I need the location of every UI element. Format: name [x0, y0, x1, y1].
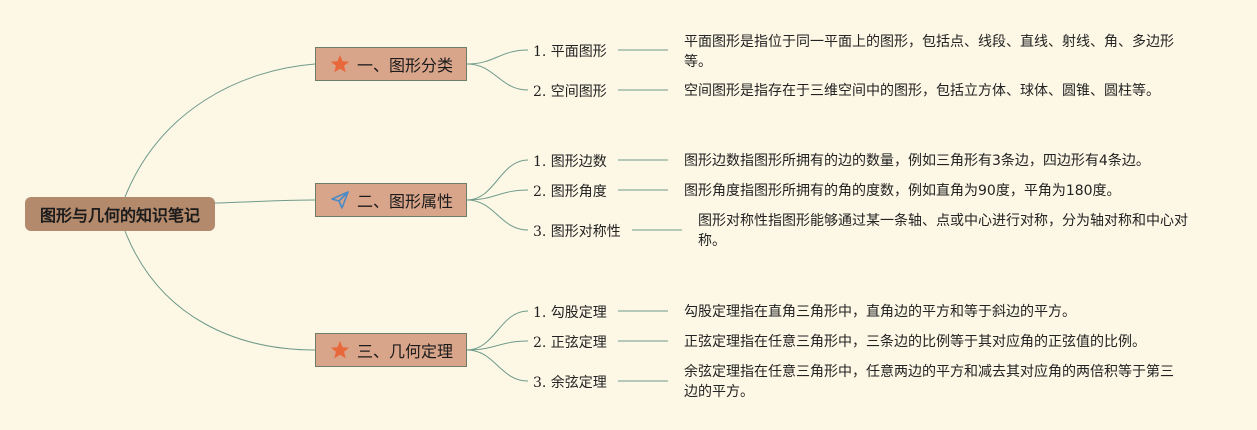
branch-node-theorems[interactable]: 三、几何定理 — [315, 333, 467, 367]
branch-1-to-sub-2-line — [466, 63, 529, 91]
description-side-count: 图形边数指图形所拥有的边的数量，例如三角形有3条边，四边形有4条边。 — [684, 153, 1150, 169]
root-to-branch-1-line — [124, 63, 316, 198]
description-pythagorean: 勾股定理指在直角三角形中，直角边的平方和等于斜边的平方。 — [684, 304, 1076, 320]
description-angle: 图形角度指图形所拥有的角的度数，例如直角为90度，平角为180度。 — [684, 183, 1121, 199]
sub-node-pythagorean[interactable]: 1. 勾股定理 — [533, 305, 607, 321]
description-symmetry: 图形对称性指图形能够通过某一条轴、点或中心进行对称，分为轴对称和中心对称。 — [698, 213, 1188, 249]
description-space-figures: 空间图形是指存在于三维空间中的图形，包括立方体、球体、圆锥、圆柱等。 — [684, 83, 1160, 99]
branch-label: 三、几何定理 — [356, 342, 453, 361]
description-plane-figures: 平面图形是指位于同一平面上的图形，包括点、线段、直线、射线、角、多边形等。 — [684, 34, 1174, 70]
sub-node-sine-law[interactable]: 2. 正弦定理 — [533, 335, 607, 351]
branch-3-to-sub-3-line — [466, 349, 529, 382]
root-to-branch-2-line — [214, 199, 316, 204]
sub-node-symmetry[interactable]: 3. 图形对称性 — [533, 224, 621, 240]
root-label: 图形与几何的知识笔记 — [39, 206, 200, 225]
branch-node-classification[interactable]: 一、图形分类 — [315, 47, 467, 81]
description-sine-law: 正弦定理指在任意三角形中，三条边的比例等于其对应角的正弦值的比例。 — [684, 334, 1146, 350]
branch-2-to-sub-3-line — [466, 199, 529, 231]
root-to-branch-3-line — [124, 230, 316, 351]
sub-node-angle[interactable]: 2. 图形角度 — [533, 184, 607, 200]
sub-node-cosine-law[interactable]: 3. 余弦定理 — [533, 375, 607, 391]
root-node[interactable]: 图形与几何的知识笔记 — [25, 197, 215, 231]
branch-3-to-sub-1-line — [466, 310, 529, 351]
sub-node-space-figures[interactable]: 2. 空间图形 — [533, 84, 607, 100]
paper-plane-icon — [329, 189, 351, 211]
branch-node-properties[interactable]: 二、图形属性 — [315, 183, 467, 217]
branch-3-to-sub-2-line — [466, 340, 529, 351]
star-icon — [329, 339, 351, 361]
branch-label: 一、图形分类 — [356, 56, 453, 75]
star-icon — [329, 53, 351, 75]
sub-node-plane-figures[interactable]: 1. 平面图形 — [533, 44, 607, 60]
branch-label: 二、图形属性 — [356, 192, 453, 211]
branch-1-to-sub-1-line — [466, 49, 529, 65]
description-cosine-law: 余弦定理指在任意三角形中，任意两边的平方和减去其对应角的两倍积等于第三边的平方。 — [684, 364, 1174, 400]
branch-2-to-sub-1-line — [466, 159, 529, 201]
sub-node-side-count[interactable]: 1. 图形边数 — [533, 154, 607, 170]
branch-2-to-sub-2-line — [466, 189, 529, 201]
